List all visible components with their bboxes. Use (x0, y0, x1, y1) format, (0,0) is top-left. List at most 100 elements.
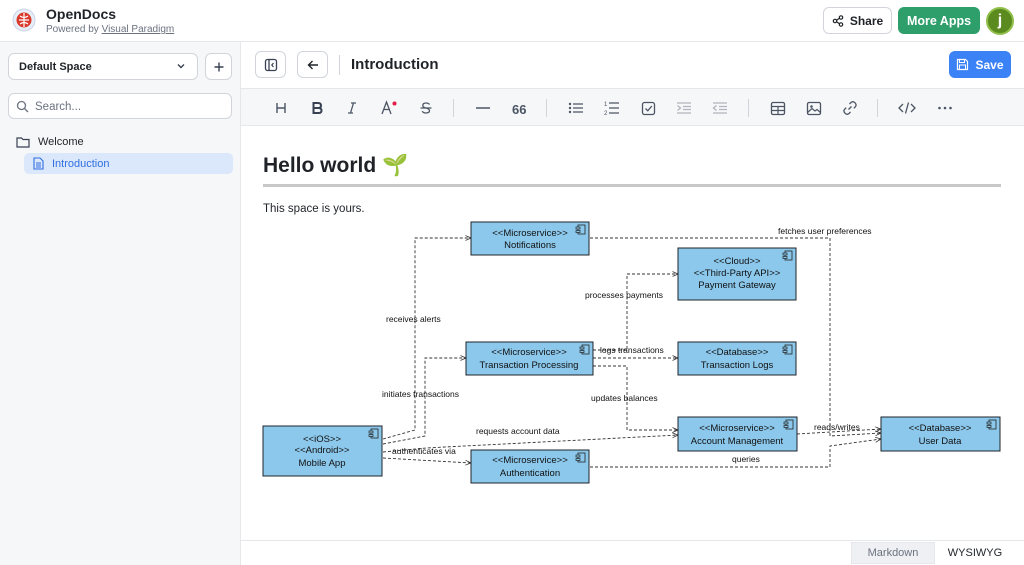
more-apps-button[interactable]: More Apps (898, 7, 980, 34)
edge-label: initiates transactions (382, 389, 459, 399)
node-account-management[interactable]: <<Microservice>> Account Management (678, 417, 797, 451)
node-payment-gateway[interactable]: <<Cloud>> <<Third-Party API>> Payment Ga… (678, 248, 796, 300)
share-button[interactable]: Share (823, 7, 892, 34)
toggle-sidebar-button[interactable] (255, 51, 286, 78)
edge-authenticates-via (383, 458, 471, 463)
page-title: Introduction (351, 56, 438, 73)
task-list-button[interactable] (638, 98, 658, 118)
powered-by-prefix: Powered by (46, 24, 102, 35)
node-stereotype: <<iOS>> (303, 434, 341, 445)
code-button[interactable] (897, 98, 917, 118)
search-input[interactable] (35, 98, 225, 115)
node-name: Payment Gateway (698, 280, 776, 291)
tree-item-welcome[interactable]: Welcome (16, 136, 84, 148)
bold-button[interactable] (307, 98, 327, 118)
outdent-icon (712, 101, 728, 115)
image-button[interactable] (804, 98, 824, 118)
save-label: Save (975, 58, 1003, 72)
quote-icon: 66 (512, 101, 526, 115)
visual-paradigm-link[interactable]: Visual Paradigm (102, 24, 175, 35)
tree-item-introduction[interactable]: Introduction (24, 153, 233, 174)
svg-text:2: 2 (604, 111, 608, 116)
save-button[interactable]: Save (949, 51, 1011, 78)
sidebar: Default Space Welcome Introduction (0, 42, 241, 565)
edge-receives-alerts (383, 238, 471, 439)
node-name: Notifications (504, 240, 556, 251)
checkbox-icon (641, 101, 656, 116)
chevron-down-icon (175, 60, 187, 72)
horizontal-rule-button[interactable] (473, 98, 493, 118)
more-button[interactable] (935, 98, 955, 118)
node-stereotype: <<Microservice>> (492, 455, 568, 466)
edge-label: requests account data (476, 426, 560, 436)
editor-area[interactable]: Hello world 🌱 This space is yours. fetch… (241, 126, 1024, 540)
share-icon (832, 15, 844, 27)
top-bar: OpenDocs Powered by Visual Paradigm Shar… (0, 0, 1024, 42)
arrow-left-icon (306, 58, 320, 72)
node-name: Transaction Processing (480, 360, 579, 371)
edge-label: receives alerts (386, 314, 441, 324)
app-title: OpenDocs (46, 6, 116, 22)
toolbar-separator (453, 99, 454, 117)
node-transaction-processing[interactable]: <<Microservice>> Transaction Processing (466, 342, 593, 375)
indent-button[interactable] (674, 98, 694, 118)
node-stereotype: <<Database>> (909, 423, 972, 434)
edge-label: queries (732, 454, 760, 464)
table-button[interactable] (768, 98, 788, 118)
link-icon (842, 100, 858, 116)
edge-label: updates balances (591, 393, 658, 403)
search-box (8, 93, 232, 119)
tab-wysiwyg[interactable]: WYSIWYG (935, 542, 1015, 564)
tree-item-label: Introduction (52, 158, 109, 170)
heading-button[interactable] (271, 98, 291, 118)
powered-by: Powered by Visual Paradigm (46, 24, 174, 35)
node-transaction-logs[interactable]: <<Database>> Transaction Logs (678, 342, 796, 375)
node-mobile-app[interactable]: <<iOS>> <<Android>> Mobile App (263, 426, 382, 476)
strikethrough-button[interactable] (416, 98, 436, 118)
toolbar-separator (748, 99, 749, 117)
component-diagram[interactable]: fetches user preferences processes payme… (241, 126, 1024, 540)
user-avatar[interactable]: j (986, 7, 1014, 35)
more-icon (937, 101, 953, 115)
back-button[interactable] (297, 51, 328, 78)
edge-processes-payments (593, 274, 678, 350)
numbered-list-icon: 12 (604, 100, 620, 116)
add-space-button[interactable] (205, 53, 232, 80)
image-icon (806, 101, 822, 116)
space-name: Default Space (19, 61, 92, 73)
outdent-button[interactable] (710, 98, 730, 118)
node-stereotype: <<Third-Party API>> (694, 268, 781, 279)
edge-initiates-transactions (383, 358, 466, 444)
horizontal-rule-icon (475, 101, 491, 115)
node-name: Mobile App (298, 458, 345, 469)
node-stereotype: <<Microservice>> (491, 347, 567, 358)
indent-icon (676, 101, 692, 115)
search-icon (16, 100, 29, 113)
link-button[interactable] (840, 98, 860, 118)
document-header: Introduction Save (241, 42, 1024, 88)
node-name: Authentication (500, 468, 560, 479)
node-notifications[interactable]: <<Microservice>> Notifications (471, 222, 589, 255)
svg-text:66: 66 (512, 102, 526, 115)
node-name: Transaction Logs (701, 360, 774, 371)
text-color-button[interactable] (379, 98, 399, 118)
save-icon (956, 58, 969, 71)
bullet-list-button[interactable] (566, 98, 586, 118)
italic-button[interactable] (342, 98, 362, 118)
editor-toolbar: 66 12 (241, 88, 1024, 126)
header-divider (339, 55, 340, 75)
plus-icon (213, 61, 225, 73)
space-selector[interactable]: Default Space (8, 53, 198, 80)
bullet-list-icon (568, 101, 584, 115)
node-authentication[interactable]: <<Microservice>> Authentication (471, 450, 589, 483)
edge-label: logs transactions (600, 345, 664, 355)
node-stereotype: <<Cloud>> (713, 256, 760, 267)
italic-icon (345, 101, 359, 115)
sidebar-collapse-icon (264, 58, 278, 72)
quote-button[interactable]: 66 (509, 98, 529, 118)
numbered-list-button[interactable]: 12 (602, 98, 622, 118)
node-stereotype: <<Microservice>> (492, 228, 568, 239)
edge-label: reads/writes (814, 422, 860, 432)
tab-markdown[interactable]: Markdown (851, 542, 935, 564)
node-user-data[interactable]: <<Database>> User Data (881, 417, 1000, 451)
